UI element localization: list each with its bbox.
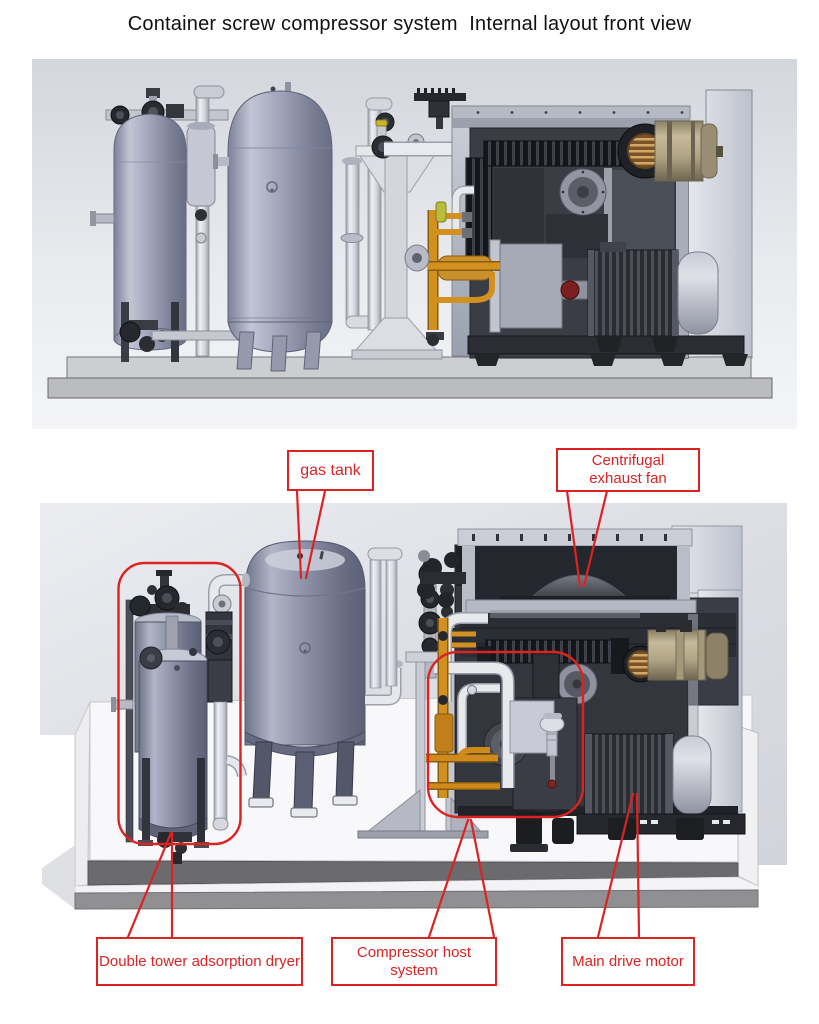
gas-tank-perspective: [244, 540, 403, 818]
dryer-towers-front: [90, 85, 269, 362]
highlight-box-compressor: [426, 650, 585, 819]
callout-gas-tank: gas tank: [287, 450, 374, 491]
callout-main-drive-motor: Main drive motor: [561, 937, 695, 986]
leader-compressor: [427, 818, 496, 939]
highlight-box-dryer: [117, 561, 242, 846]
main-motor-perspective: [576, 733, 746, 840]
air-filter-perspective: [622, 620, 729, 683]
callout-double-tower-adsorption-dryer: Double tower adsorption dryer: [96, 937, 303, 986]
callout-centrifugal-exhaust-fan: Centrifugal exhaust fan: [556, 448, 700, 492]
compressor-host-perspective: [426, 618, 578, 852]
compressor-host-front: [404, 201, 500, 346]
leader-gas-tank: [295, 489, 327, 580]
front-view-render: [32, 59, 797, 429]
exhaust-fan-dome: [500, 574, 670, 600]
dryer-towers-perspective: [111, 570, 250, 864]
main-motor-front: [587, 242, 719, 352]
air-filter-front: [617, 120, 723, 182]
leader-motor: [596, 792, 641, 939]
leader-dryer: [126, 831, 174, 939]
callout-compressor-host-system: Compressor host system: [331, 937, 497, 986]
gas-tank-front: [213, 82, 333, 372]
leader-exhaust-fan: [565, 489, 609, 588]
page-title: Container screw compressor system Intern…: [127, 13, 692, 35]
perspective-view-render: [40, 503, 787, 910]
annotations: [117, 489, 641, 939]
pipe-rack-perspective: [357, 547, 489, 839]
